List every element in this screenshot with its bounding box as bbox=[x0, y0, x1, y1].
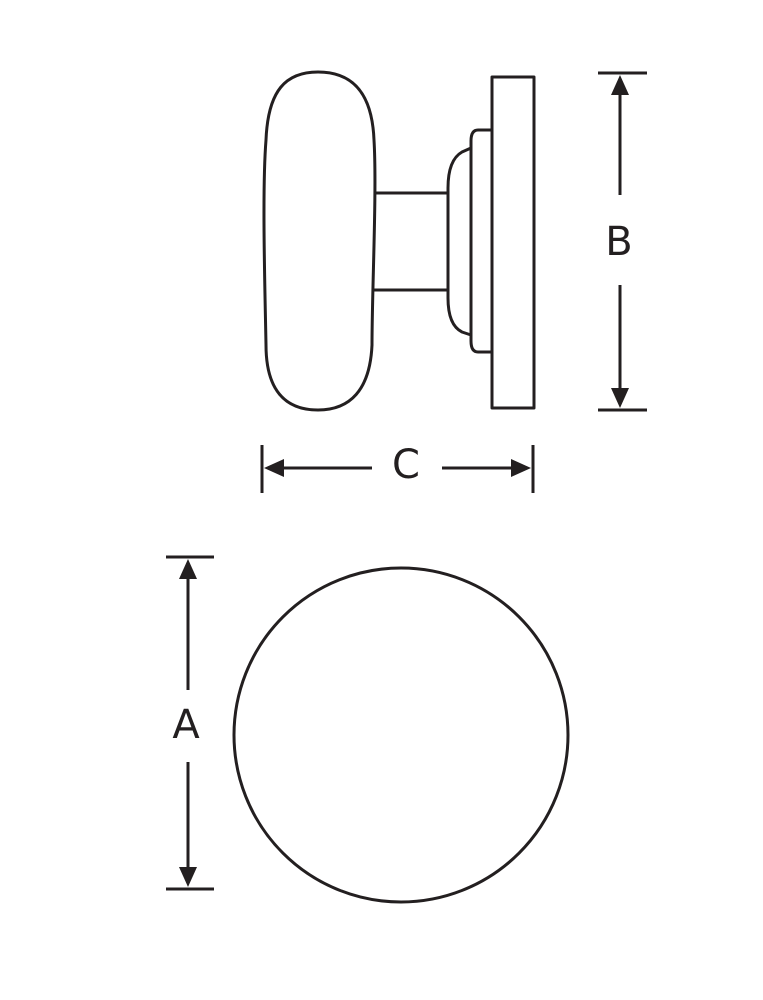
spindle-neck bbox=[363, 191, 450, 292]
backplate bbox=[490, 75, 536, 410]
knob-side-view bbox=[262, 70, 536, 412]
knob-head bbox=[262, 70, 377, 412]
a-arrow-bottom-icon bbox=[179, 867, 197, 887]
dimension-c: C bbox=[260, 442, 535, 493]
b-label: B bbox=[605, 219, 632, 265]
c-arrow-right-icon bbox=[511, 459, 531, 477]
b-arrow-top-icon bbox=[611, 75, 629, 95]
collar-inner-step bbox=[446, 146, 473, 337]
b-arrow-bottom-icon bbox=[611, 388, 629, 408]
knob-front-view bbox=[232, 566, 570, 904]
dimension-a: A bbox=[166, 555, 214, 891]
knob-face bbox=[232, 566, 570, 904]
c-arrow-left-icon bbox=[264, 459, 284, 477]
a-arrow-top-icon bbox=[179, 559, 197, 579]
dimension-b: B bbox=[598, 71, 647, 412]
collar-outer-step bbox=[469, 128, 494, 354]
a-label: A bbox=[172, 702, 200, 748]
c-label: C bbox=[392, 442, 420, 488]
